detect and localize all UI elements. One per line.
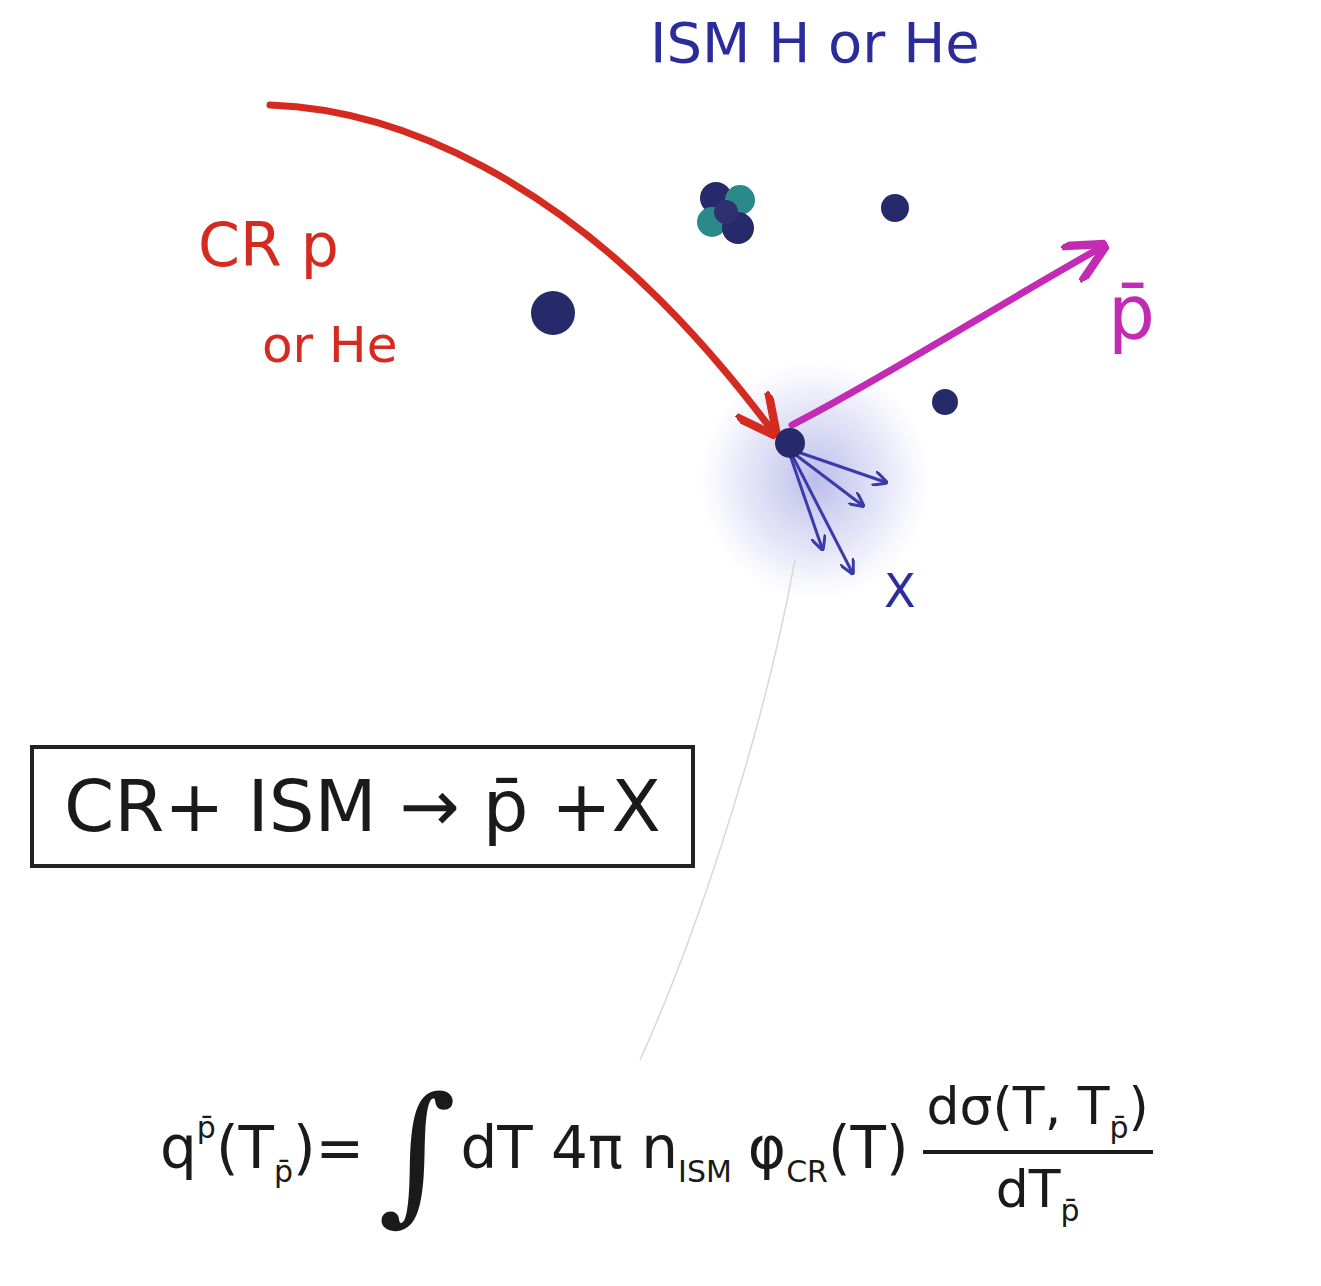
formula-symbol: (T)	[828, 1114, 909, 1182]
cr-label: CR p	[198, 212, 339, 278]
formula-subscript: p̄	[1061, 1193, 1080, 1228]
formula-symbol: (T	[216, 1114, 274, 1182]
integral-sign: ∫	[378, 1065, 456, 1239]
reaction-equation: CR+ ISM → p̄ +X	[64, 765, 661, 848]
formula-subscript: CR	[786, 1154, 828, 1189]
target-nucleus	[775, 428, 805, 458]
fraction-top: dσ(T, Tp̄)	[923, 1075, 1153, 1154]
formula-symbol: q	[160, 1114, 197, 1182]
formula-subscript: ISM	[678, 1154, 732, 1189]
antiproton-trajectory	[792, 248, 1100, 425]
ism-atom	[881, 194, 909, 222]
ism-atom	[932, 389, 958, 415]
fraction: dσ(T, Tp̄)dTp̄	[923, 1075, 1153, 1229]
formula-subscript: p̄	[1109, 1110, 1128, 1145]
process-box: CR+ ISM → p̄ +X	[30, 745, 695, 868]
fraction-numerator: )	[1129, 1076, 1149, 1136]
fraction-denominator: dT	[996, 1159, 1061, 1219]
secondaries-label: X	[884, 566, 916, 617]
cr-trajectory	[270, 105, 772, 430]
antiproton-label: p̄	[1108, 272, 1155, 353]
cr-label: or He	[262, 318, 397, 373]
formula-symbol: dT 4π n	[460, 1114, 678, 1182]
fraction-bottom: dTp̄	[923, 1154, 1153, 1229]
formula-symbol: )=	[293, 1114, 364, 1182]
formula-symbol: φ	[748, 1114, 786, 1182]
ism-atom	[531, 291, 575, 335]
formula-superscript: p̄	[197, 1110, 216, 1145]
helium-nucleus	[697, 182, 755, 244]
ism-label: ISM H or He	[650, 12, 980, 74]
interaction-haze	[700, 360, 930, 600]
secondary-tracks	[790, 450, 885, 572]
fraction-numerator: dσ(T, T	[927, 1076, 1110, 1136]
formula-subscript: p̄	[274, 1154, 293, 1189]
source-term-formula: qp̄(Tp̄)=∫dT 4π nISMφCR(T)dσ(T, Tp̄)dTp̄	[160, 1075, 1153, 1229]
